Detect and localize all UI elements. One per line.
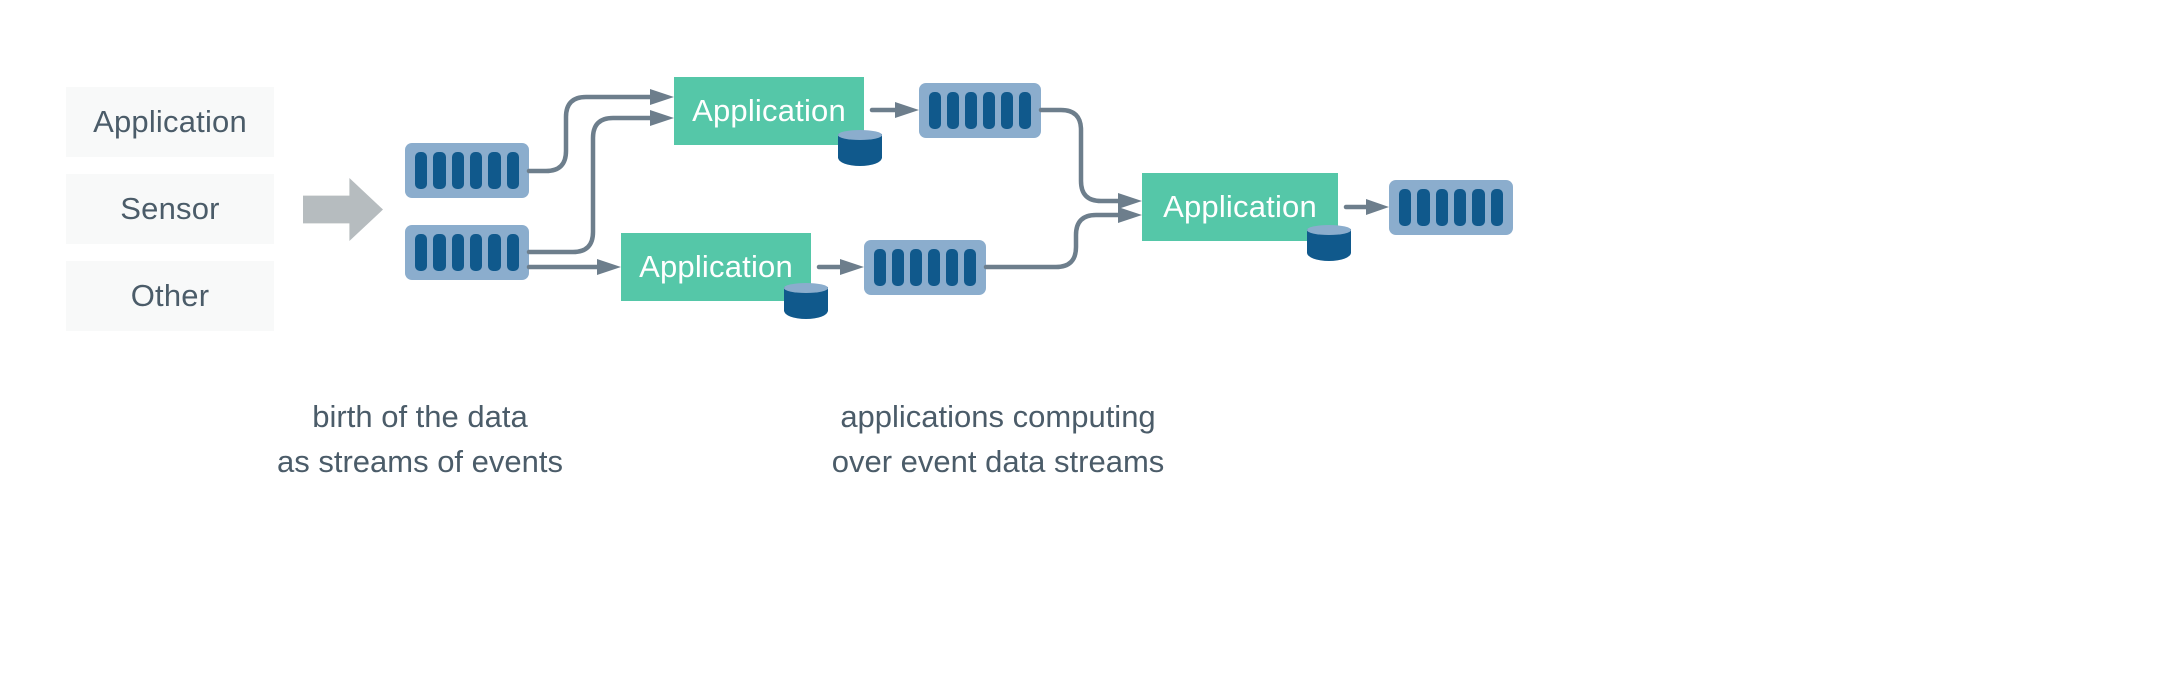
database-cylinder-icon bbox=[838, 130, 882, 170]
stream-app-top-out bbox=[919, 83, 1041, 138]
stream-bar bbox=[1019, 92, 1031, 129]
stream-bar bbox=[1417, 189, 1430, 226]
stream-bar bbox=[433, 152, 446, 189]
stream-bar bbox=[506, 234, 519, 271]
arrow-head-icon bbox=[840, 259, 864, 275]
stream-bar bbox=[964, 249, 976, 286]
arrow-head-icon bbox=[1118, 193, 1142, 209]
caption-left: birth of the data as streams of events bbox=[276, 399, 563, 479]
connector-source-bottom-to-app-top bbox=[526, 110, 674, 255]
stream-bar bbox=[488, 152, 501, 189]
application-top[interactable]: Application bbox=[674, 77, 864, 145]
source-box-application: Application bbox=[66, 87, 274, 157]
stream-bar bbox=[929, 92, 941, 129]
stream-bar bbox=[1472, 189, 1485, 226]
stream-bar bbox=[415, 152, 428, 189]
stream-source-bottom bbox=[405, 225, 529, 280]
stream-bar bbox=[874, 249, 886, 286]
source-box-other: Other bbox=[66, 261, 274, 331]
source-label: Application bbox=[93, 104, 247, 139]
source-label: Sensor bbox=[120, 191, 220, 226]
source-box-sensor: Sensor bbox=[66, 174, 274, 244]
stream-bar bbox=[1399, 189, 1412, 226]
caption-right: applications computing over event data s… bbox=[831, 399, 1165, 479]
connector-source-top-to-app-top bbox=[526, 89, 674, 174]
stream-bar bbox=[946, 249, 958, 286]
stream-bar bbox=[1490, 189, 1503, 226]
source-label: Other bbox=[130, 278, 210, 313]
cylinder-body bbox=[784, 287, 828, 320]
right-block-arrow-icon bbox=[303, 178, 383, 241]
stream-bar bbox=[451, 152, 464, 189]
connector-app-mid-to-stream bbox=[816, 259, 864, 275]
stream-bar bbox=[892, 249, 904, 286]
cylinder-body bbox=[1307, 229, 1351, 262]
connector-app-final-to-stream bbox=[1343, 199, 1389, 215]
stream-bar bbox=[451, 234, 464, 271]
stream-bar bbox=[1001, 92, 1013, 129]
stream-bar bbox=[983, 92, 995, 129]
arrow-head-icon bbox=[650, 89, 674, 105]
cylinder-body bbox=[838, 134, 882, 167]
application-label: Application bbox=[692, 93, 846, 128]
stream-bar bbox=[469, 234, 483, 271]
connector-stream-top-to-app-final bbox=[1038, 107, 1142, 209]
connector-app-top-to-stream bbox=[869, 102, 919, 118]
arrow-head-icon bbox=[1118, 207, 1142, 223]
stream-bar bbox=[433, 234, 446, 271]
stream-bar bbox=[469, 152, 483, 189]
arrow-head-icon bbox=[1366, 199, 1389, 215]
application-label: Application bbox=[639, 249, 793, 284]
application-label: Application bbox=[1163, 189, 1317, 224]
arrow-head-icon bbox=[597, 259, 621, 275]
stream-bar bbox=[965, 92, 977, 129]
stream-bar bbox=[506, 152, 519, 189]
stream-bar bbox=[488, 234, 501, 271]
stream-bar bbox=[928, 249, 940, 286]
stream-bar bbox=[415, 234, 428, 271]
stream-bar bbox=[1453, 189, 1467, 226]
database-cylinder-icon bbox=[784, 283, 828, 323]
cylinder-top bbox=[1307, 225, 1351, 235]
application-final[interactable]: Application bbox=[1142, 173, 1338, 241]
stream-app-mid-out bbox=[864, 240, 986, 295]
stream-bar bbox=[910, 249, 922, 286]
arrow-head-icon bbox=[650, 110, 674, 126]
connector-stream-mid-to-app-final bbox=[983, 207, 1142, 270]
cylinder-top bbox=[784, 283, 828, 293]
stream-source-top bbox=[405, 143, 529, 198]
arrow-head-icon bbox=[895, 102, 919, 118]
application-mid[interactable]: Application bbox=[621, 233, 811, 301]
stream-final-out bbox=[1389, 180, 1513, 235]
stream-bar bbox=[1435, 189, 1448, 226]
connector-source-bottom-to-app-mid bbox=[526, 259, 621, 275]
stream-bar bbox=[947, 92, 959, 129]
database-cylinder-icon bbox=[1307, 225, 1351, 265]
cylinder-top bbox=[838, 130, 882, 140]
